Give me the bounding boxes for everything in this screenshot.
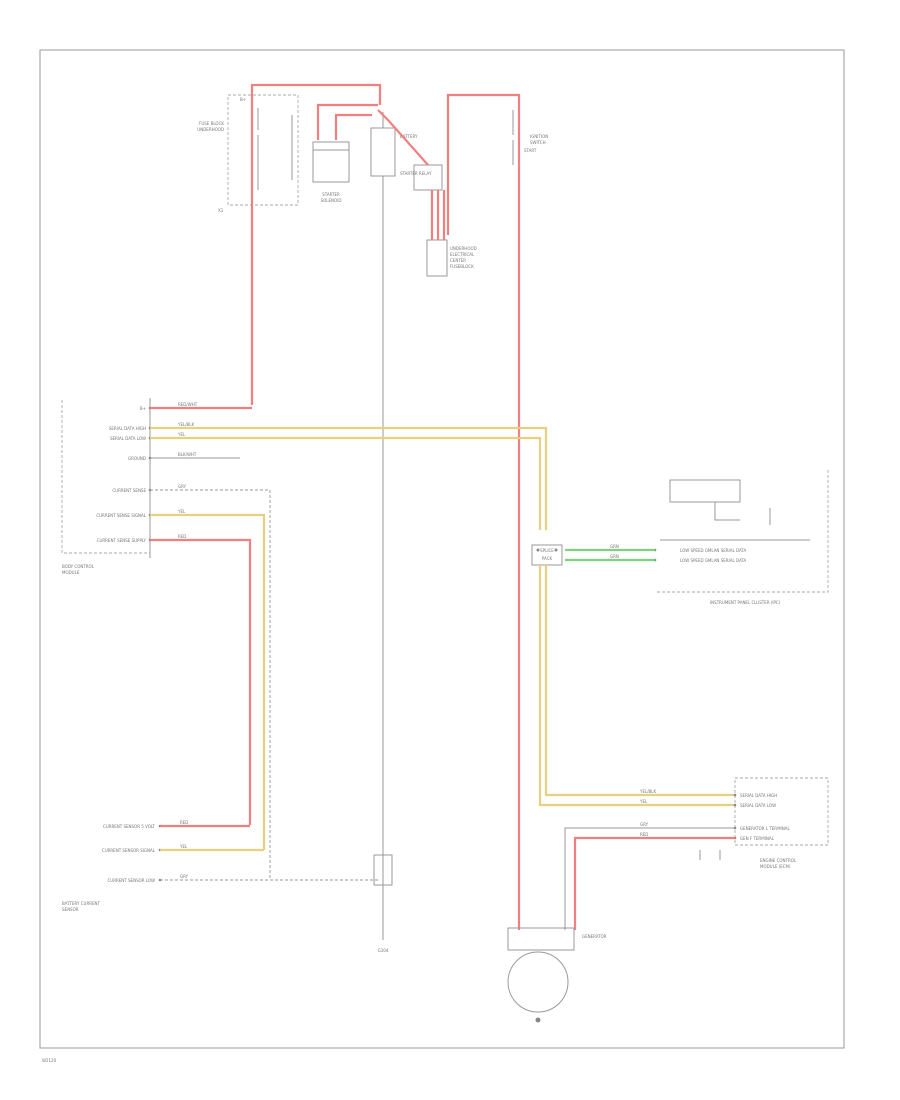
battery: BATTERY <box>370 112 418 177</box>
battery-label: BATTERY <box>400 134 418 139</box>
sensor-pin-label: CURRENT SENSOR LOW <box>108 878 156 883</box>
ecm-pin <box>733 803 737 807</box>
fuse-block-pin-x1: X1 <box>218 208 224 213</box>
bcm-pin-label: CURRENT SENSE SUPPLY <box>97 538 147 543</box>
bcm-wire-color: RED <box>178 534 186 539</box>
center-label: UNDERHOOD <box>450 246 477 251</box>
wire-ecm-serial-low <box>538 565 735 807</box>
sensor-wire-color: GRY <box>180 874 189 879</box>
wire-battery-relay <box>377 109 429 166</box>
ipc-label: INSTRUMENT PANEL CLUSTER (IPC) <box>710 600 781 605</box>
ecm-wire-color: YEL/BLK <box>639 789 657 794</box>
ignition-switch: IGNITION SWITCH START <box>512 110 548 165</box>
generator: GENERATOR <box>507 927 607 1023</box>
sensor-label: BATTERY CURRENT <box>62 901 101 906</box>
center-desc: ELECTRICAL <box>450 252 475 257</box>
ipc-wire-color: GRN <box>610 554 619 559</box>
wire-bcm-serial-low <box>150 436 542 530</box>
ignition-sub: SWITCH <box>530 140 546 145</box>
battery-current-sensor: BATTERY CURRENT SENSOR <box>62 901 101 912</box>
bcm-pin-label: CURRENT SENSE <box>112 488 146 493</box>
bcm-pin-label: SERIAL DATA HIGH <box>109 426 146 431</box>
bcm-pin-label: CURRENT SENSE SIGNAL <box>96 513 146 518</box>
bcm-pin-label: SERIAL DATA LOW <box>110 436 146 441</box>
underhood-electrical-center: UNDERHOOD ELECTRICAL CENTER FUSEBLOCK <box>426 239 477 277</box>
ecm-sub: MODULE (ECM) <box>760 864 791 869</box>
wire-bcm-current-sense <box>150 489 271 880</box>
sensor-wire-color: RED <box>180 820 188 825</box>
ground-label: G104 <box>378 948 389 953</box>
generator-label: GENERATOR <box>582 934 607 939</box>
starter-label: STARTER <box>322 192 340 197</box>
splice-pack: SPLICE PACK <box>531 544 563 566</box>
starter-sub: SOLENOID <box>321 198 342 203</box>
sensor-wire-color: YEL <box>179 844 188 849</box>
bcm-wire-color: RED/WHT <box>178 402 198 407</box>
splice-label: SPLICE <box>540 548 554 553</box>
ecm-pin-list: SERIAL DATA HIGH YEL/BLK SERIAL DATA LOW YE… <box>639 789 790 841</box>
wire-ecm-serial-high <box>544 565 735 797</box>
ecm-pin <box>733 793 737 797</box>
wire-starter-feed <box>316 103 378 140</box>
sensor-pin-label: CURRENT SENSOR 5 VOLT <box>103 824 156 829</box>
splice-sub: PACK <box>542 556 553 561</box>
footer-code: W2120 <box>42 1058 57 1063</box>
ecm-wire-color: RED <box>640 832 648 837</box>
center-loc: CENTER <box>450 258 466 263</box>
sensor-sub: SENSOR <box>62 907 79 912</box>
wire-bcm-current-supply <box>150 538 252 825</box>
wire-bcm-current-signal <box>150 513 266 850</box>
wire-ignition-feed <box>446 93 521 930</box>
bcm-pin-list: B+ RED/WHT SERIAL DATA HIGH YEL/BLK SERIAL D… <box>96 402 197 543</box>
wire-starter-feed-2 <box>334 113 372 140</box>
bcm-label: BODY CONTROL <box>62 564 95 569</box>
sensor-pin-list: CURRENT SENSOR 5 VOLT RED CURRENT SENSOR S… <box>102 820 189 883</box>
ecm-pin-label: SERIAL DATA LOW <box>740 803 776 808</box>
underhood-fuse-block: FUSE BLOCK UNDERHOOD B+ X1 <box>197 94 299 213</box>
sensor-pin-label: CURRENT SENSOR SIGNAL <box>102 848 156 853</box>
ecm-pin-label: SERIAL DATA HIGH <box>740 793 777 798</box>
bcm-wire-color: GRY <box>178 484 187 489</box>
instrument-panel-cluster: INSTRUMENT PANEL CLUSTER (IPC) <box>655 470 829 605</box>
bcm-pin-label: GROUND <box>128 456 146 461</box>
engine-control-module: ENGINE CONTROL MODULE (ECM) <box>734 777 829 869</box>
wire-bcm-serial-high <box>150 426 548 530</box>
bcm-wire-color: YEL/BLK <box>177 422 195 427</box>
ipc-pin-label: LOW SPEED GMLAN SERIAL DATA <box>680 558 747 563</box>
starter-relay: STARTER RELAY <box>400 164 443 191</box>
starter-solenoid: STARTER SOLENOID <box>312 141 350 203</box>
wire-gen-l <box>564 827 735 930</box>
ecm-label: ENGINE CONTROL <box>760 858 797 863</box>
ecm-wire-color: GRY <box>640 822 649 827</box>
ipc-pin-label: LOW SPEED GMLAN SERIAL DATA <box>680 548 747 553</box>
relay-label: STARTER RELAY <box>400 171 432 176</box>
bcm-sub: MODULE <box>62 570 80 575</box>
fuse-block-label: FUSE BLOCK <box>199 121 224 126</box>
ecm-wire-color: YEL <box>639 799 648 804</box>
ground-g104: G104 <box>373 854 393 953</box>
center-sub: FUSEBLOCK <box>450 264 474 269</box>
diagram-border <box>39 49 845 1049</box>
ignition-pos: START <box>524 148 537 153</box>
ecm-pin-label: GEN F TERMINAL <box>740 836 775 841</box>
ecm-pin-label: GENERATOR L TERMINAL <box>740 826 790 831</box>
fuse-block-desc: UNDERHOOD <box>197 127 224 132</box>
wire-gen-f <box>573 836 735 930</box>
body-control-module: BODY CONTROL MODULE <box>61 398 151 575</box>
bcm-pin-label: B+ <box>140 406 146 411</box>
bcm-wire-color: YEL <box>177 432 186 437</box>
fuse-block-pin-b: B+ <box>240 97 246 102</box>
wire-b-plus <box>250 83 382 405</box>
ignition-label: IGNITION <box>530 134 548 139</box>
bcm-wire-color: YEL <box>177 509 186 514</box>
ipc-wire-color: GRN <box>610 544 619 549</box>
bcm-wire-color: BLK/WHT <box>178 452 197 457</box>
